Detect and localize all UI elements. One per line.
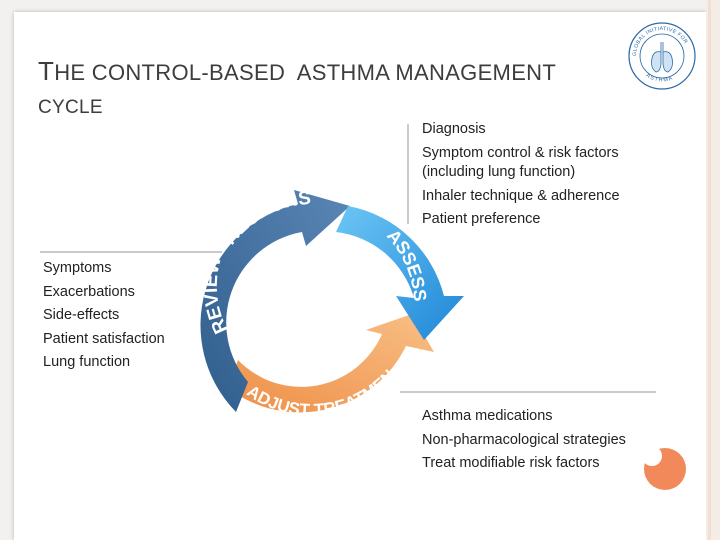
- list-item: Lung function: [43, 354, 131, 370]
- logo-inner-ring: [639, 33, 685, 79]
- list-item: Exacerbations: [43, 283, 135, 300]
- page-title: THE CONTROL-BASED ASTHMA MANAGEMENT CYCL…: [38, 56, 556, 119]
- review-list: Symptoms Exacerbations Side-effects Pati…: [43, 257, 165, 375]
- list-item: Inhaler technique & adherence: [422, 187, 620, 204]
- title-line-1: THE CONTROL-BASED ASTHMA MANAGEMENT: [38, 56, 557, 86]
- slide-card: [14, 12, 706, 540]
- list-item: Symptom control & risk factors: [422, 144, 619, 161]
- decorative-side-bar: [706, 0, 720, 540]
- list-item: Side-effects: [43, 307, 120, 323]
- list-item: (including lung function): [422, 164, 576, 180]
- gina-logo: GLOBAL INITIATIVE FOR ASTHMA: [628, 22, 696, 90]
- adjust-list: Asthma medications Non-pharmacological s…: [422, 405, 626, 476]
- list-item: Patient preference: [422, 211, 541, 227]
- assess-list: Diagnosis Symptom control & risk factors…: [422, 118, 620, 232]
- review-response-arrow: [200, 190, 350, 412]
- logo-bottom-text: ASTHMA: [645, 73, 674, 84]
- list-item: Non-pharmacological strategies: [422, 431, 626, 448]
- title-line-2: CYCLE: [38, 97, 103, 118]
- list-item: Symptoms: [43, 260, 112, 276]
- response-label: RESPONSE: [0, 0, 312, 249]
- list-item: Patient satisfaction: [43, 330, 165, 347]
- list-item: Diagnosis: [422, 121, 486, 137]
- assess-arrow: [336, 206, 464, 340]
- lung-left-icon: [651, 42, 662, 73]
- decorative-orange-circle: [642, 446, 686, 490]
- lung-right-icon: [662, 42, 673, 73]
- adjust-treatment-arrow: [228, 314, 434, 413]
- list-item: Treat modifiable risk factors: [422, 455, 600, 471]
- list-item: Asthma medications: [422, 408, 553, 424]
